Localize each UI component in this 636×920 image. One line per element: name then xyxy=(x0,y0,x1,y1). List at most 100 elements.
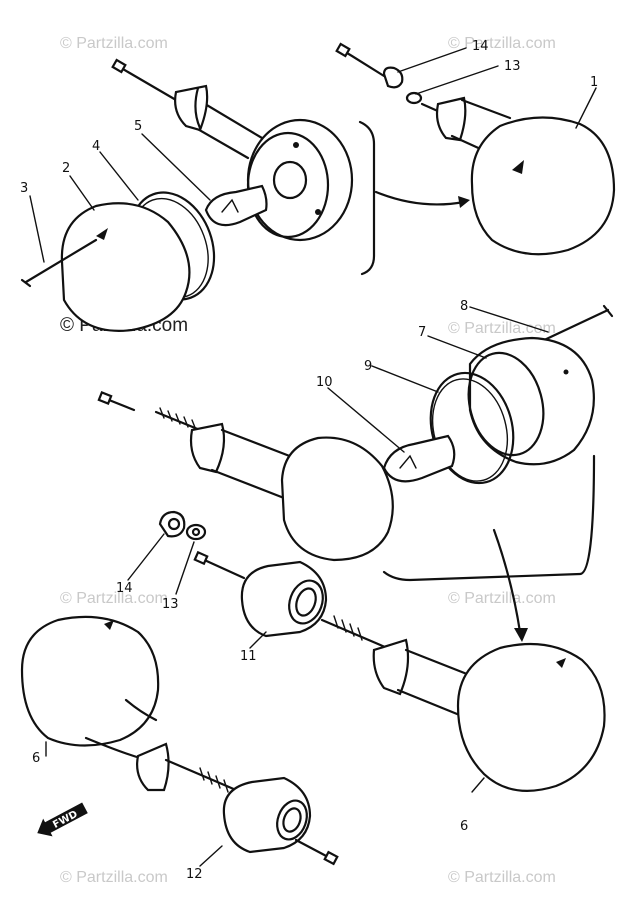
mounting-block-inner xyxy=(282,807,302,833)
washer xyxy=(405,91,423,105)
leader-5 xyxy=(141,133,211,201)
lens-screw-head xyxy=(602,304,614,318)
threaded-rod xyxy=(320,618,394,652)
group-bracket xyxy=(358,120,376,276)
assembly-arrow xyxy=(492,528,522,634)
callout-7: 7 xyxy=(418,325,426,340)
wire-connector xyxy=(193,550,209,566)
lens-screw-hole xyxy=(512,160,524,174)
washer-hole xyxy=(191,527,201,537)
lens-screw xyxy=(538,308,610,344)
leader-2 xyxy=(69,175,95,211)
callout-13-top: 13 xyxy=(504,59,521,74)
wire-connector xyxy=(335,42,351,58)
wire-lead xyxy=(116,64,178,102)
wire-connector xyxy=(323,850,339,866)
leader-lines xyxy=(29,47,597,867)
housing-screw-top xyxy=(293,142,299,148)
thread-marks xyxy=(199,767,229,793)
watermark-top-right: © Partzilla.com xyxy=(448,35,556,52)
upper-flasher-exploded xyxy=(20,58,470,332)
thread-marks xyxy=(159,407,197,431)
middle-flasher-exploded xyxy=(97,304,614,642)
wire-connector xyxy=(111,58,127,74)
callout-12: 12 xyxy=(186,867,203,882)
wire-connector xyxy=(97,390,113,406)
watermark-top-left: © Partzilla.com xyxy=(60,35,168,52)
fwd-arrow-icon xyxy=(37,802,88,837)
lens-screw xyxy=(24,238,98,284)
watermark-lower-right: © Partzilla.com xyxy=(448,590,556,607)
lens-mark xyxy=(556,658,566,668)
leader-8 xyxy=(469,306,549,333)
leader-4 xyxy=(99,151,139,201)
callout-11: 11 xyxy=(240,649,257,664)
assembly-arrowhead xyxy=(458,196,470,208)
bulb-filament xyxy=(399,454,417,469)
callout-14-top: 14 xyxy=(472,39,489,54)
leader-13-top xyxy=(415,65,499,95)
mounting-block xyxy=(240,560,328,638)
upper-flasher-assembled xyxy=(335,42,616,256)
callout-10: 10 xyxy=(316,375,333,390)
lens-rim xyxy=(467,351,545,457)
left-flasher-lens xyxy=(20,615,160,747)
mounting-block-bore xyxy=(288,579,324,625)
mounting-block xyxy=(222,776,312,854)
callout-4: 4 xyxy=(92,139,100,154)
stem-collar xyxy=(136,742,170,792)
lower-flasher-pair xyxy=(20,510,606,866)
assembly-arrow xyxy=(374,190,466,206)
flasher-lens xyxy=(470,116,616,256)
callout-8: 8 xyxy=(460,299,468,314)
wire-lead xyxy=(198,556,246,580)
lens-mark xyxy=(104,620,114,630)
callout-14-bottom: 14 xyxy=(116,581,133,596)
stem xyxy=(84,698,158,760)
nut-hole xyxy=(167,517,181,531)
leader-13-bottom xyxy=(175,541,195,595)
callout-13-bottom: 13 xyxy=(162,597,179,612)
housing-rim xyxy=(246,131,330,239)
mounting-block-inner xyxy=(295,587,317,617)
leader-10 xyxy=(327,387,405,453)
flasher-body xyxy=(280,436,394,562)
leader-9 xyxy=(371,365,439,393)
leader-1 xyxy=(575,87,597,129)
callout-1: 1 xyxy=(590,75,598,90)
stem xyxy=(210,428,302,500)
group-bracket xyxy=(382,454,596,582)
watermark-bottom-right: © Partzilla.com xyxy=(448,869,556,886)
bulb-filament xyxy=(221,198,239,213)
callout-3: 3 xyxy=(20,181,28,196)
leader-14-bottom xyxy=(127,533,165,581)
lens-screw-head xyxy=(20,278,32,288)
watermark-mid-right: © Partzilla.com xyxy=(448,320,556,337)
bulb-socket xyxy=(272,160,308,200)
leader-7 xyxy=(427,335,487,359)
washer xyxy=(185,523,207,541)
watermark-bottom-left: © Partzilla.com xyxy=(60,869,168,886)
assembly-arrowhead xyxy=(514,628,528,642)
leader-11 xyxy=(249,631,267,649)
bulb xyxy=(204,184,268,227)
callout-2: 2 xyxy=(62,161,70,176)
callout-6-right: 6 xyxy=(460,819,468,834)
nut xyxy=(158,510,186,538)
lens xyxy=(60,202,191,332)
callout-6-left: 6 xyxy=(32,751,40,766)
leader-14-top xyxy=(397,47,467,73)
stem xyxy=(396,648,474,718)
bulb xyxy=(382,434,456,483)
wire-lead xyxy=(340,48,386,78)
callout-5: 5 xyxy=(134,119,142,134)
callout-numbers: 1 2 3 4 5 6 6 7 8 9 10 11 12 13 13 14 14 xyxy=(20,39,598,882)
nut xyxy=(382,66,404,89)
fwd-direction-marker: FWD xyxy=(37,802,88,837)
lens-screw-hole xyxy=(96,228,108,240)
housing-screw-bottom xyxy=(315,209,321,215)
lens xyxy=(468,336,595,466)
leader-12 xyxy=(199,845,223,867)
flasher-housing xyxy=(246,118,354,242)
